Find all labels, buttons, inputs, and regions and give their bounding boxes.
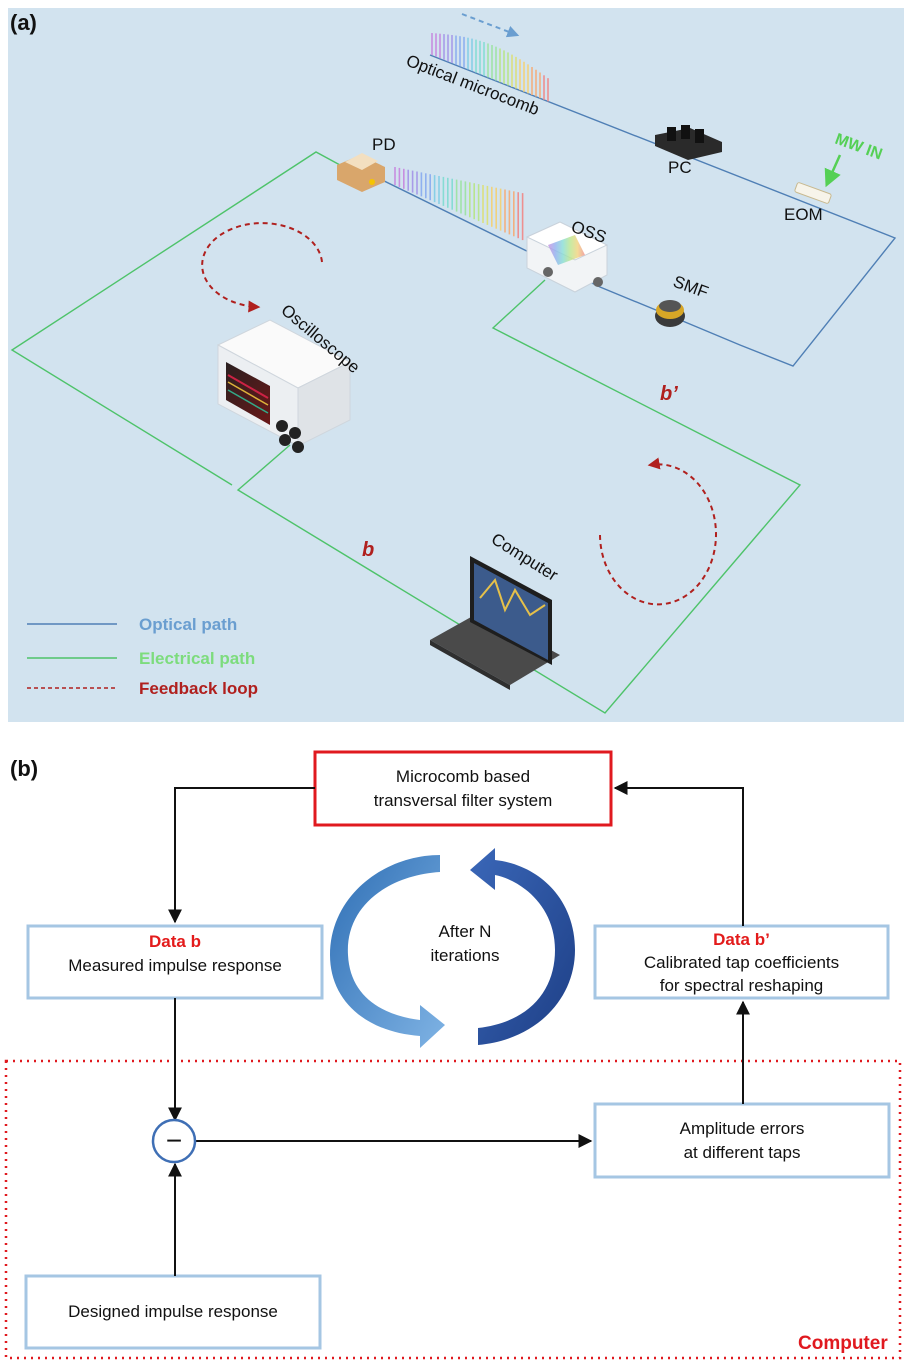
data-b-prime-line1: Calibrated tap coefficients	[643, 953, 840, 972]
spectrum-after-oss	[394, 167, 524, 241]
data-b-prime-title: Data b’	[713, 930, 770, 949]
electrical-path	[10, 151, 802, 714]
amplitude-errors-text: Amplitude errors at different taps	[595, 1117, 889, 1165]
system-box	[313, 750, 613, 827]
b-label: b	[362, 539, 374, 561]
legend: Optical path Electrical path Feedback lo…	[27, 615, 258, 698]
iterations-text: After N iterations	[395, 920, 535, 968]
pd-component	[337, 153, 385, 192]
amplitude-errors-box	[593, 1102, 891, 1179]
amplitude-errors-line1: Amplitude errors	[679, 1119, 805, 1138]
eom-label: EOM	[784, 205, 823, 224]
iterations-line2: iterations	[430, 946, 500, 965]
subtract-symbol: −	[166, 1125, 182, 1156]
subtract-node	[151, 1118, 197, 1164]
b-prime-label: b’	[660, 383, 678, 405]
direction-arrow	[461, 13, 520, 38]
data-b-description: Measured impulse response	[68, 956, 282, 975]
data-b-prime-line2: for spectral reshaping	[659, 976, 824, 995]
designed-box	[24, 1274, 322, 1350]
pd-label: PD	[372, 135, 396, 154]
feedback-loop-arrow-left	[201, 222, 323, 313]
legend-feedback-label: Feedback loop	[139, 679, 258, 698]
data-b-prime-text: Data b’ Calibrated tap coefficients for …	[595, 928, 888, 997]
panel-b-label: (b)	[10, 756, 38, 781]
pc-component	[655, 125, 722, 160]
data-b-box	[26, 924, 324, 1000]
panel-a-background	[8, 8, 904, 722]
cycle-arrow-right	[470, 848, 575, 1045]
pc-label: PC	[668, 158, 692, 177]
system-box-line2: transversal filter system	[373, 791, 553, 810]
smf-component	[655, 300, 685, 327]
eom-component	[794, 182, 832, 204]
mw-in-arrow	[824, 154, 842, 188]
computer-component	[430, 556, 560, 690]
panel-a-label: (a)	[10, 10, 37, 35]
amplitude-errors-line2: at different taps	[683, 1143, 801, 1162]
cycle-arrow-left	[330, 855, 445, 1048]
legend-electrical-label: Electrical path	[139, 649, 255, 668]
designed-description: Designed impulse response	[68, 1302, 278, 1321]
feedback-loop-arrow-right	[599, 457, 717, 606]
iterations-line1: After N	[438, 922, 492, 941]
system-box-line1: Microcomb based	[395, 767, 531, 786]
oscilloscope-component	[216, 319, 352, 453]
data-b-prime-box	[593, 924, 890, 1000]
data-b-text: Data b Measured impulse response	[28, 930, 322, 978]
computer-region-label: Computer	[798, 1333, 888, 1354]
system-box-text: Microcomb based transversal filter syste…	[315, 765, 611, 813]
legend-optical-label: Optical path	[139, 615, 237, 634]
data-b-title: Data b	[149, 932, 201, 951]
computer-region	[4, 1059, 902, 1360]
oss-component	[525, 221, 609, 293]
microcomb-spectrum-top	[431, 33, 549, 102]
designed-text: Designed impulse response	[26, 1300, 320, 1324]
flow-connectors	[168, 781, 750, 1276]
optical-path	[371, 54, 897, 367]
